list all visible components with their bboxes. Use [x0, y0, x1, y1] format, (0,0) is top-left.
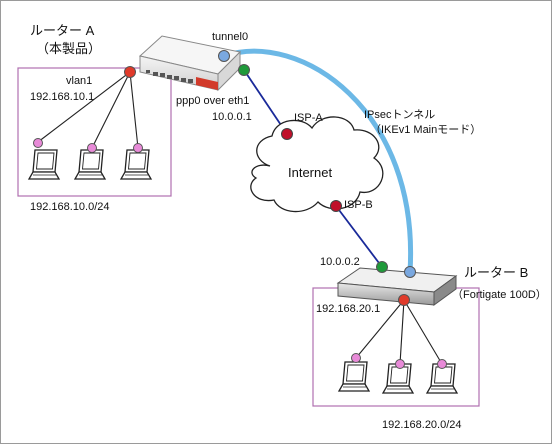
vlan1-label: vlan1 [66, 75, 93, 87]
host-a1-port [33, 138, 43, 148]
lan-b-subnet: 192.168.20.0/24 [382, 419, 462, 431]
router-a-vlan1-node [124, 66, 136, 78]
host-a3-port [133, 143, 143, 153]
router-a-wan-node [238, 64, 250, 76]
router-b-model: （Fortigate 100D） [452, 289, 547, 301]
wan-link-b [335, 205, 383, 268]
tunnel-label-2: （IKEv1 Mainモード） [370, 124, 482, 136]
router-b-wan-ip: 10.0.0.2 [320, 256, 360, 268]
router-b-device [336, 267, 458, 306]
router-a-wan-if: ppp0 over eth1 [176, 95, 250, 107]
router-b-name: ルーター B [464, 265, 529, 280]
router-a-device [138, 35, 242, 92]
host-a3 [120, 149, 152, 180]
host-b3-port [437, 359, 447, 369]
host-b1-port [351, 353, 361, 363]
ipsec-tunnel-line [221, 48, 414, 275]
lan-b-links [355, 299, 443, 365]
isp-a-label: ISP-A [294, 112, 323, 124]
internet-label: Internet [288, 165, 333, 180]
router-b-tunnel-node [404, 266, 416, 278]
tunnel-label-1: IPsecトンネル [364, 109, 436, 121]
lan-a-box [17, 67, 172, 197]
router-a-wan-ip: 10.0.0.1 [212, 111, 252, 123]
host-b1 [338, 361, 370, 392]
tunnel0-label: tunnel0 [212, 31, 249, 43]
wan-link-a [243, 69, 288, 135]
lan-a-subnet: 192.168.10.0/24 [30, 201, 110, 213]
host-a1 [28, 149, 60, 180]
host-a2-port [87, 143, 97, 153]
host-b2-port [395, 359, 405, 369]
host-a2 [74, 149, 106, 180]
router-a-lan-ip: 192.168.10.1 [30, 91, 95, 103]
router-b-lan-ip: 192.168.20.1 [316, 303, 381, 315]
isp-a-node [281, 128, 293, 140]
router-b-lan-node [398, 294, 410, 306]
router-a-tunnel0-node [218, 50, 230, 62]
router-a-subtitle: （本製品） [36, 41, 102, 56]
isp-b-node [330, 200, 342, 212]
internet-cloud [250, 116, 384, 213]
lan-a-links [37, 71, 139, 149]
router-a-name: ルーター A [30, 23, 95, 38]
router-b-wan-node [376, 261, 388, 273]
isp-b-label: ISP-B [344, 199, 373, 211]
